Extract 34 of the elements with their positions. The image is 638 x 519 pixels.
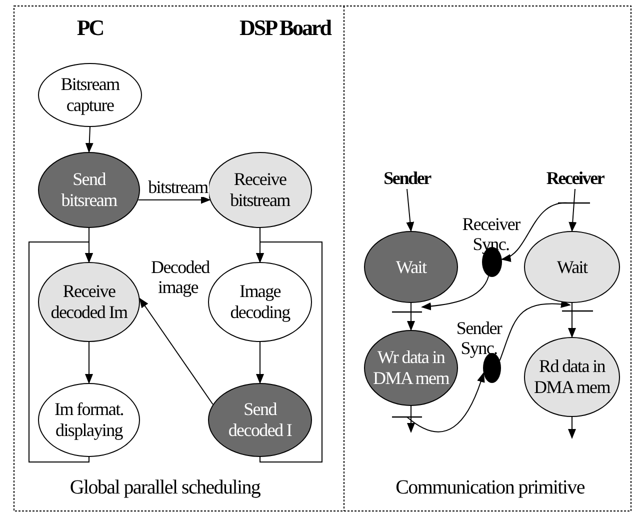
panel-caption: Communication primitive	[396, 476, 584, 500]
process-ellipse: Wr data in DMA mem	[364, 330, 458, 406]
process-ellipse: Receive bitstream	[208, 152, 312, 228]
process-ellipse: Wait	[364, 231, 458, 303]
arrow	[406, 188, 414, 232]
arrow	[256, 342, 264, 384]
arrow	[28, 242, 93, 462]
arrow	[568, 302, 576, 338]
lane-heading: Receiver	[539, 167, 611, 189]
arrow	[421, 276, 490, 310]
arrow	[85, 126, 94, 153]
process-ellipse: Wait	[524, 231, 620, 303]
process-ellipse: Receive decoded Im	[38, 262, 140, 342]
process-ellipse: Send bitsream	[38, 152, 140, 228]
process-ellipse: Bitsream capture	[38, 63, 142, 127]
arrow	[85, 342, 93, 384]
arrow	[139, 298, 214, 405]
panel-caption: Global parallel scheduling	[70, 476, 260, 500]
lane-heading: PC	[76, 15, 104, 41]
arrow	[407, 302, 415, 331]
arrow	[568, 416, 576, 439]
lane-heading: Sender	[377, 167, 437, 189]
arrow	[407, 406, 415, 433]
arrow	[406, 372, 485, 432]
arrow	[499, 300, 571, 361]
lane-heading: DSP Board	[239, 15, 331, 41]
sync-label: Sender Sync.	[455, 318, 504, 358]
arrow	[568, 188, 577, 232]
arrow	[256, 242, 322, 462]
process-ellipse: Send decoded I	[208, 383, 312, 457]
arrow	[500, 202, 568, 260]
arrow	[138, 196, 211, 204]
process-ellipse: Rd data in DMA mem	[524, 337, 620, 417]
process-ellipse: Im format. displaying	[38, 383, 140, 457]
